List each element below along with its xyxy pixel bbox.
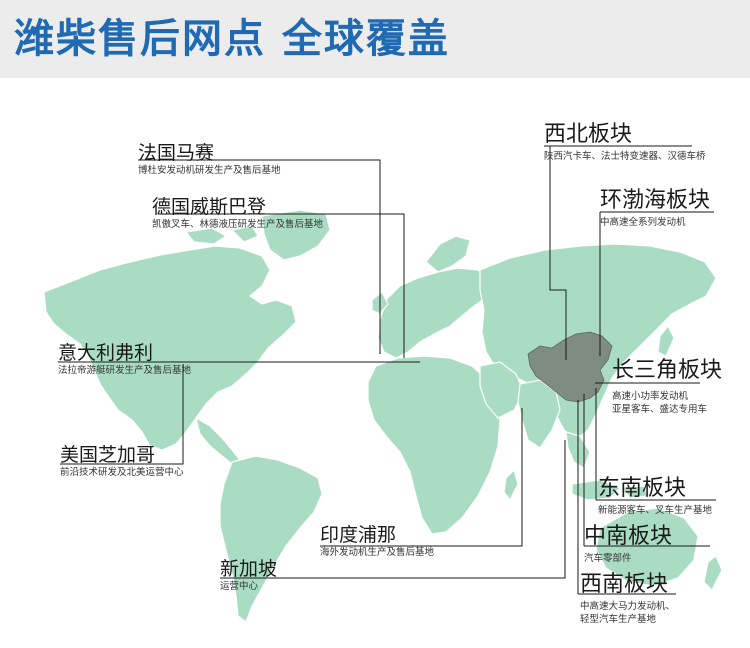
location-name: 美国芝加哥 [60, 444, 156, 466]
location-italy: 意大利弗利 法拉帝游艇研发生产及售后基地 [58, 342, 191, 377]
indonesia-landmass [571, 479, 649, 501]
region-name: 西南板块 [580, 572, 669, 597]
region-desc: 陕西汽卡车、法士特变速器、汉德车桥 [544, 151, 706, 162]
region-name: 东南板块 [598, 476, 687, 501]
leader-line-pune [320, 408, 523, 547]
region-name: 中南板块 [584, 524, 673, 549]
location-name: 新加坡 [220, 558, 278, 580]
page-title: 潍柴售后网点 全球覆盖 [14, 16, 450, 62]
location-desc: 法拉帝游艇研发生产及售后基地 [58, 365, 192, 376]
region-desc: 高速小功率发动机 [612, 391, 689, 402]
location-name: 法国马赛 [138, 142, 215, 164]
region-central: 中南板块 汽车零部件 [584, 524, 672, 565]
scandinavia-landmass [425, 235, 471, 273]
location-marseille: 法国马赛 博杜安发动机研发生产及售后基地 [138, 142, 281, 177]
location-name: 印度浦那 [320, 524, 397, 546]
location-desc: 博杜安发动机研发生产及售后基地 [138, 165, 281, 176]
location-name: 德国威斯巴登 [152, 196, 267, 218]
location-singapore: 新加坡 运营中心 [220, 558, 277, 593]
region-southwest: 西南板块 中高速大马力发动机、 轻型汽车生产基地 [580, 572, 675, 626]
africa-landmass [367, 355, 501, 535]
location-pune: 印度浦那 海外发动机生产及售后基地 [320, 524, 434, 559]
region-name: 西北板块 [544, 122, 633, 147]
leader-line-marseille [138, 159, 381, 354]
leader-line-northwest-drop [549, 146, 567, 360]
location-desc: 运营中心 [220, 581, 259, 592]
madagascar-landmass [503, 468, 519, 502]
leader-line-singapore [220, 440, 566, 579]
greenland-landmass [261, 209, 331, 261]
region-desc: 中高速全系列发动机 [600, 217, 686, 228]
region-southeast: 东南板块 新能源客车、叉车生产基地 [598, 476, 712, 517]
europe-landmass [377, 267, 493, 359]
region-desc: 中高速大马力发动机、 [580, 601, 676, 612]
leader-line-baden [158, 213, 405, 358]
location-chicago: 美国芝加哥 前沿技术研发及北美运营中心 [60, 444, 184, 479]
header-band [0, 0, 750, 78]
australia-landmass [595, 507, 699, 587]
location-desc: 凯傲叉车、林德液压研发生产及售后基地 [152, 219, 324, 230]
location-baden: 德国威斯巴登 凯傲叉车、林德液压研发生产及售后基地 [152, 196, 323, 231]
arabia-landmass [479, 361, 525, 419]
region-desc-2: 亚星客车、盛达专用车 [612, 404, 708, 415]
japan-landmass [657, 324, 675, 357]
region-desc-2: 轻型汽车生产基地 [580, 614, 657, 625]
location-desc: 海外发动机生产及售后基地 [320, 547, 435, 558]
canada-arctic-islands [184, 225, 259, 245]
region-name: 长三角板块 [612, 358, 723, 383]
leader-line-chicago [60, 364, 184, 465]
region-desc: 新能源客车、叉车生产基地 [598, 505, 713, 516]
south-america-landmass [219, 455, 323, 623]
new-zealand-landmass [703, 555, 723, 592]
region-bohai: 环渤海板块 中高速全系列发动机 [600, 188, 710, 229]
region-desc: 汽车零部件 [584, 553, 632, 564]
location-desc: 前沿技术研发及北美运营中心 [60, 467, 184, 478]
region-name: 环渤海板块 [600, 188, 711, 213]
region-northwest: 西北板块 陕西汽卡车、法士特变速器、汉德车桥 [544, 122, 706, 163]
location-name: 意大利弗利 [58, 342, 154, 364]
region-yangtze: 长三角板块 高速小功率发动机 亚星客车、盛达专用车 [612, 358, 722, 416]
central-america-landmass [195, 416, 241, 465]
north-america-landmass [43, 245, 297, 451]
